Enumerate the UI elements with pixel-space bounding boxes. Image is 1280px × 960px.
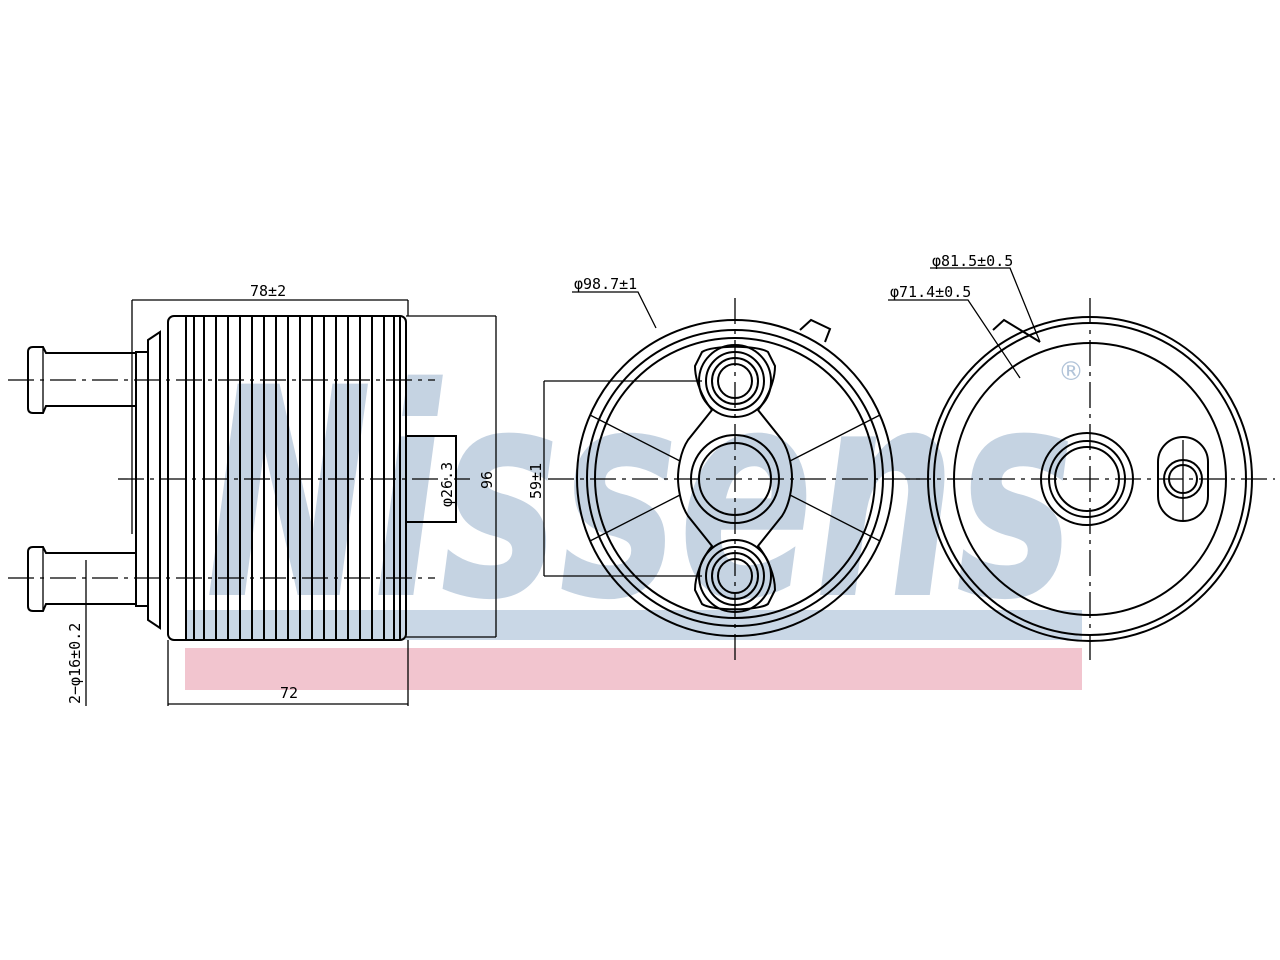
watermark-logo-text: Nissens <box>205 327 1075 664</box>
dim-pipe-dia: 2−φ16±0.2 <box>66 560 87 706</box>
dim-top-length-label: 78±2 <box>250 282 286 300</box>
dim-small-dia: φ26.3 <box>406 435 457 523</box>
watermark-registered-mark: ® <box>1058 357 1084 387</box>
dim-height-label: 96 <box>478 471 496 489</box>
cooler-fins <box>203 316 385 640</box>
lower-pipe <box>27 546 137 612</box>
dim-bolt-spacing-label: 59±1 <box>527 463 545 499</box>
dim-seal-inner-label: φ71.4±0.5 <box>890 283 971 301</box>
dim-seal-outer: φ81.5±0.5 <box>930 252 1041 343</box>
watermark: Nissens ® <box>185 327 1084 690</box>
dim-seal-outer-label: φ81.5±0.5 <box>932 252 1013 270</box>
watermark-bar-red <box>185 648 1082 690</box>
dim-outer-dia-label: φ98.7±1 <box>574 275 637 293</box>
flange-spokes <box>589 414 881 542</box>
dim-seal-inner: φ71.4±0.5 <box>888 283 1021 379</box>
dim-bottom-length-label: 72 <box>280 684 298 702</box>
watermark-bar-blue <box>185 610 1082 640</box>
back-view: φ81.5±0.5 φ71.4±0.5 <box>888 252 1275 664</box>
front-view: 59±1 φ98.7±1 <box>527 275 922 660</box>
dim-height: 96 <box>406 315 497 638</box>
dim-pipe-dia-label: 2−φ16±0.2 <box>66 623 84 704</box>
dim-bolt-spacing: 59±1 <box>527 380 702 577</box>
dim-bottom-length: 72 <box>167 640 409 706</box>
dim-outer-dia: φ98.7±1 <box>572 275 657 329</box>
dim-top-length: 78±2 <box>131 282 409 534</box>
dim-small-dia-label: φ26.3 <box>438 462 456 507</box>
side-view: 78±2 72 96 φ26.3 2−φ16±0.2 <box>8 282 497 706</box>
